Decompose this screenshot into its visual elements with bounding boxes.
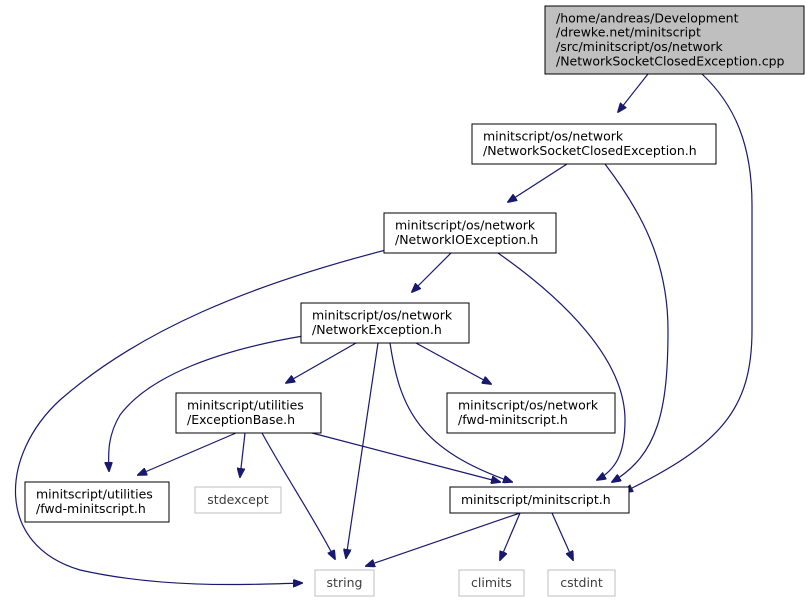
edge-ms_h-to-cstdint [551,512,573,560]
node-label-line: cstdint [560,575,603,590]
node-label-line: minitscript/minitscript.h [461,492,611,507]
edge-ne_h-to-fwd_net [415,342,491,384]
node-box [383,212,557,254]
edge-ne_h-to-fwd_util [109,335,304,471]
node-label-line: minitscript/os/network [483,129,624,144]
node-string: string [314,569,375,597]
edge-eb_h-to-ms_h [311,432,500,482]
node-box [471,123,717,165]
edge-nioe_h-to-string [14,249,387,585]
node-box [458,569,525,597]
edge-nsce_h-to-ms_h [604,163,669,482]
node-label-line: minitscript/os/network [312,308,453,323]
node-label-line: /fwd-minitscript.h [458,412,568,427]
edge-ne_h-to-string [346,342,379,558]
node-label-line: minitscript/utilities [36,487,153,502]
node-box [175,392,322,434]
node-label-line: /NetworkSocketClosedException.cpp [556,53,785,68]
node-label-line: /fwd-minitscript.h [36,501,146,516]
node-box [24,481,170,523]
edge-ms_h-to-string [366,512,521,566]
edges-layer [14,73,753,585]
node-ne_h[interactable]: minitscript/os/network/NetworkException.… [300,302,470,344]
node-box [300,302,470,344]
edge-nsce_h-to-nioe_h [508,163,568,202]
node-label-line: /NetworkSocketClosedException.h [483,143,697,158]
node-box [547,569,616,597]
node-label-line: string [327,575,363,590]
node-box [314,569,375,597]
node-eb_h[interactable]: minitscript/utilities/ExceptionBase.h [175,392,322,434]
node-label-line: /home/andreas/Development [556,10,739,25]
node-root[interactable]: /home/andreas/Development/drewke.net/min… [544,5,805,75]
node-nsce_h[interactable]: minitscript/os/network/NetworkSocketClos… [471,123,717,165]
node-box [449,486,630,514]
edge-eb_h-to-fwd_util [138,432,237,475]
edge-ms_h-to-climits [500,512,521,560]
node-label-line: minitscript/os/network [458,398,599,413]
node-label-line: /src/minitscript/os/network [556,39,724,54]
edge-root-to-ms_h [624,73,753,492]
node-label-line: minitscript/utilities [187,398,304,413]
node-box [544,5,805,75]
node-label-line: /NetworkException.h [312,322,442,337]
edge-ne_h-to-ms_h [389,342,512,482]
node-label-line: minitscript/os/network [395,218,536,233]
node-fwd_util[interactable]: minitscript/utilities/fwd-minitscript.h [24,481,170,523]
edge-nioe_h-to-ms_h [497,252,626,480]
edge-nioe_h-to-ne_h [412,252,452,292]
node-label-line: climits [471,575,512,590]
node-cstdint: cstdint [547,569,616,597]
node-label-line: /drewke.net/minitscript [556,25,701,40]
node-ms_h[interactable]: minitscript/minitscript.h [449,486,630,514]
nodes-layer: /home/andreas/Development/drewke.net/min… [24,5,805,597]
edge-eb_h-to-stdexcept [240,432,246,477]
node-label-line: stdexcept [207,492,268,507]
edge-ne_h-to-eb_h [286,342,357,383]
edge-root-to-nsce_h [618,73,649,112]
edge-eb_h-to-string [261,432,335,559]
node-label-line: /NetworkIOException.h [395,232,538,247]
node-box [194,486,282,514]
node-label-line: /ExceptionBase.h [187,412,295,427]
node-climits: climits [458,569,525,597]
node-stdexcept: stdexcept [194,486,282,514]
node-nioe_h[interactable]: minitscript/os/network/NetworkIOExceptio… [383,212,557,254]
node-box [446,392,616,434]
node-fwd_net[interactable]: minitscript/os/network/fwd-minitscript.h [446,392,616,434]
